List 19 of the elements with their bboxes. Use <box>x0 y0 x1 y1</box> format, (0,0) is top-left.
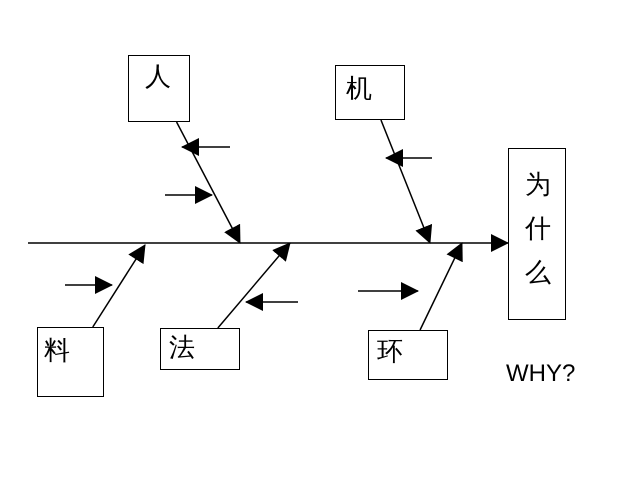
bone-arrow <box>176 122 241 244</box>
cause-box <box>160 328 240 370</box>
spine-arrow <box>28 234 509 252</box>
bone-arrow <box>380 120 432 244</box>
cause-box <box>368 330 448 380</box>
note-text: WHY? <box>506 360 576 388</box>
box-label: 机 <box>346 74 372 104</box>
cause-box <box>335 65 405 120</box>
cause-box <box>128 55 190 122</box>
box-label: 法 <box>169 333 195 363</box>
box-label: 为什么 <box>525 169 551 290</box>
box-label: 环 <box>377 337 403 367</box>
box-label: 人 <box>145 62 171 92</box>
effect-box <box>508 148 566 320</box>
cause-box <box>37 327 104 397</box>
bone-arrow <box>92 244 146 328</box>
bone-arrow <box>419 242 463 330</box>
bone-arrow <box>217 242 291 328</box>
box-label: 料 <box>44 336 70 366</box>
